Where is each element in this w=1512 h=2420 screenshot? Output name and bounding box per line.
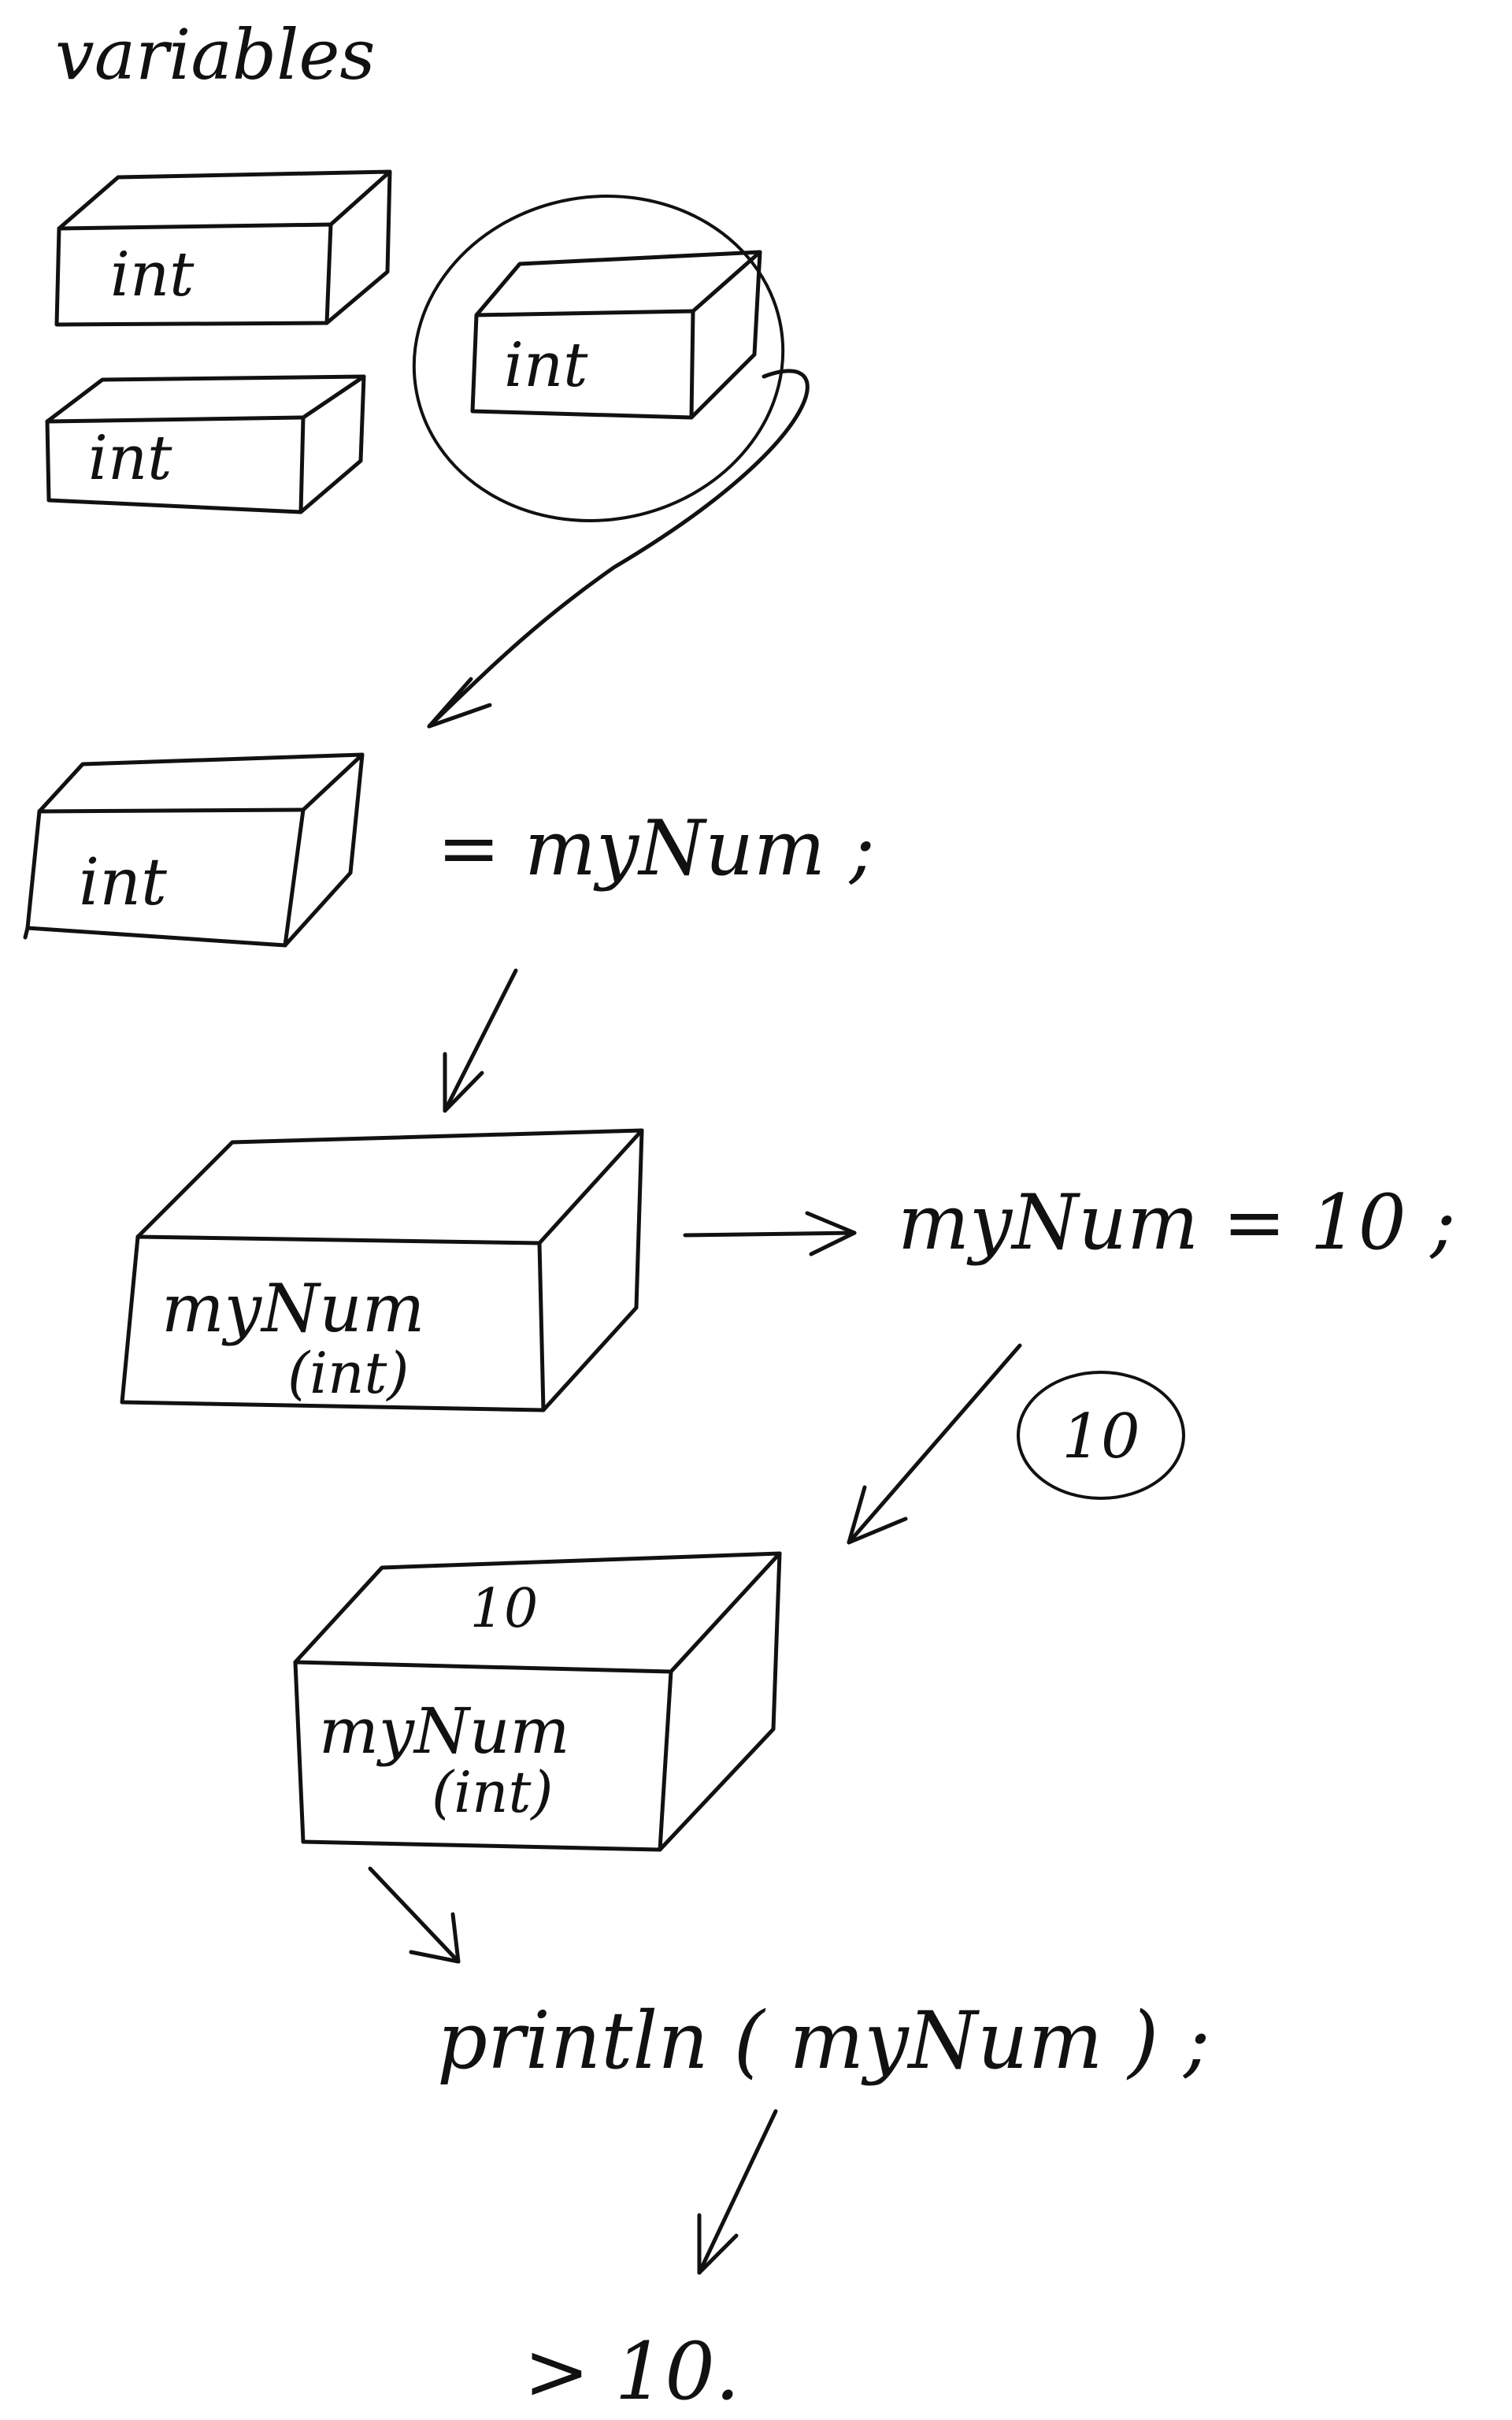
program-output: > 10. — [524, 2325, 740, 2418]
diagram-title: variables — [55, 14, 376, 95]
arrow-to-filled-box — [847, 1343, 1022, 1545]
value-bubble-circle — [1017, 1371, 1185, 1500]
println-statement: println ( myNum ) ; — [437, 1995, 1210, 2087]
int-box-1: int — [54, 169, 392, 327]
arrow-to-declaration — [427, 369, 810, 729]
int-box-1-label: int — [110, 239, 195, 310]
int-box-2: int — [45, 374, 366, 514]
int-box-selected: int — [412, 195, 785, 522]
declaration-statement: = myNum ; — [437, 804, 875, 893]
selection-circle — [412, 195, 785, 522]
filled-box-type: (int) — [432, 1759, 554, 1825]
declared-variable-box: myNum (int) — [120, 1128, 644, 1412]
int-box-2-label: int — [88, 423, 172, 494]
arrow-to-assignment — [683, 1211, 857, 1256]
filled-box-top-value: 10 — [470, 1578, 539, 1640]
filled-box-name: myNum — [319, 1694, 569, 1768]
declared-box-name: myNum — [161, 1270, 424, 1347]
declaration-int-box: int — [23, 752, 365, 948]
int-box-selected-label: int — [504, 330, 588, 401]
declaration-box-label: int — [79, 845, 168, 920]
value-bubble-text: 10 — [1062, 1401, 1140, 1472]
arrow-to-declared-box — [443, 968, 518, 1113]
assignment-statement: myNum = 10 ; — [898, 1178, 1456, 1267]
filled-variable-box: 10 myNum (int) — [293, 1551, 782, 1852]
arrow-to-output — [697, 2109, 778, 2275]
declared-box-type: (int) — [287, 1340, 410, 1406]
value-bubble: 10 — [1017, 1371, 1185, 1500]
arrow-to-println — [368, 1866, 461, 1964]
